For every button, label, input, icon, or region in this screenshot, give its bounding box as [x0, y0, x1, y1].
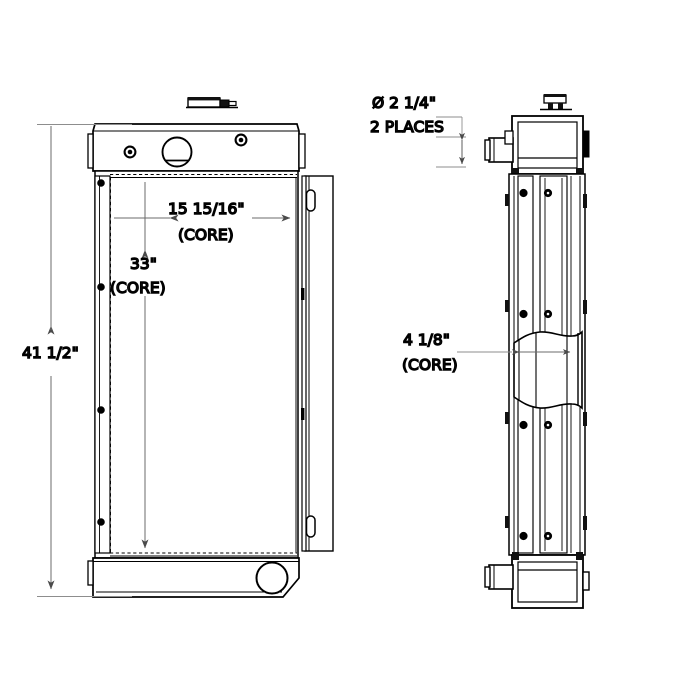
upper-tank-side: [484, 115, 590, 176]
bolt-row: [519, 420, 553, 430]
front-view: 41 1/2" 15 15/16" (CORE) 33" (CORE): [21, 97, 334, 598]
dim-core-width-label-1: 15 15/16": [168, 200, 244, 218]
lower-tank-side: [484, 552, 590, 609]
dim-overall-height: [37, 124, 132, 597]
dim-core-width-label-2: (CORE): [178, 226, 234, 244]
dim-port-diameter-label-2: 2 PLACES: [370, 118, 444, 136]
bracket-slot-bottom: [305, 515, 316, 538]
port-ring-right: [234, 133, 248, 147]
mounting-bracket: [301, 175, 334, 552]
bolt-row: [519, 188, 553, 198]
core-bulge: [513, 330, 583, 410]
bolt-row: [519, 309, 553, 319]
port-ring-left: [123, 145, 137, 159]
bottom-outlet-circle: [255, 561, 289, 595]
dim-core-depth-label-2: (CORE): [402, 356, 458, 374]
dim-overall-height-label: 41 1/2": [22, 344, 79, 362]
bottom-tank: [87, 557, 300, 598]
dim-core-height-label-2: (CORE): [110, 279, 166, 297]
bolt-row: [519, 531, 553, 541]
dim-port-diameter-label-1: Ø 2 1/4": [372, 94, 436, 112]
lower-port-stub: [488, 564, 514, 590]
dim-core-depth-label-1: 4 1/8": [403, 331, 450, 349]
dim-port-diameter: [436, 116, 466, 168]
side-filler-fitting: [540, 94, 572, 111]
core-body: [94, 170, 299, 559]
bracket-slot-top: [305, 189, 316, 212]
side-view: Ø 2 1/4" 2 PLACES 4 1/8" (CORE): [369, 93, 590, 609]
top-tank: [87, 123, 306, 172]
filler-neck-fitting: [186, 97, 238, 109]
filler-cap-circle: [161, 136, 193, 168]
side-bolt-rows: [519, 188, 553, 541]
dim-core-height-label-1: 33": [130, 255, 157, 273]
edge-fasteners: [97, 179, 105, 526]
